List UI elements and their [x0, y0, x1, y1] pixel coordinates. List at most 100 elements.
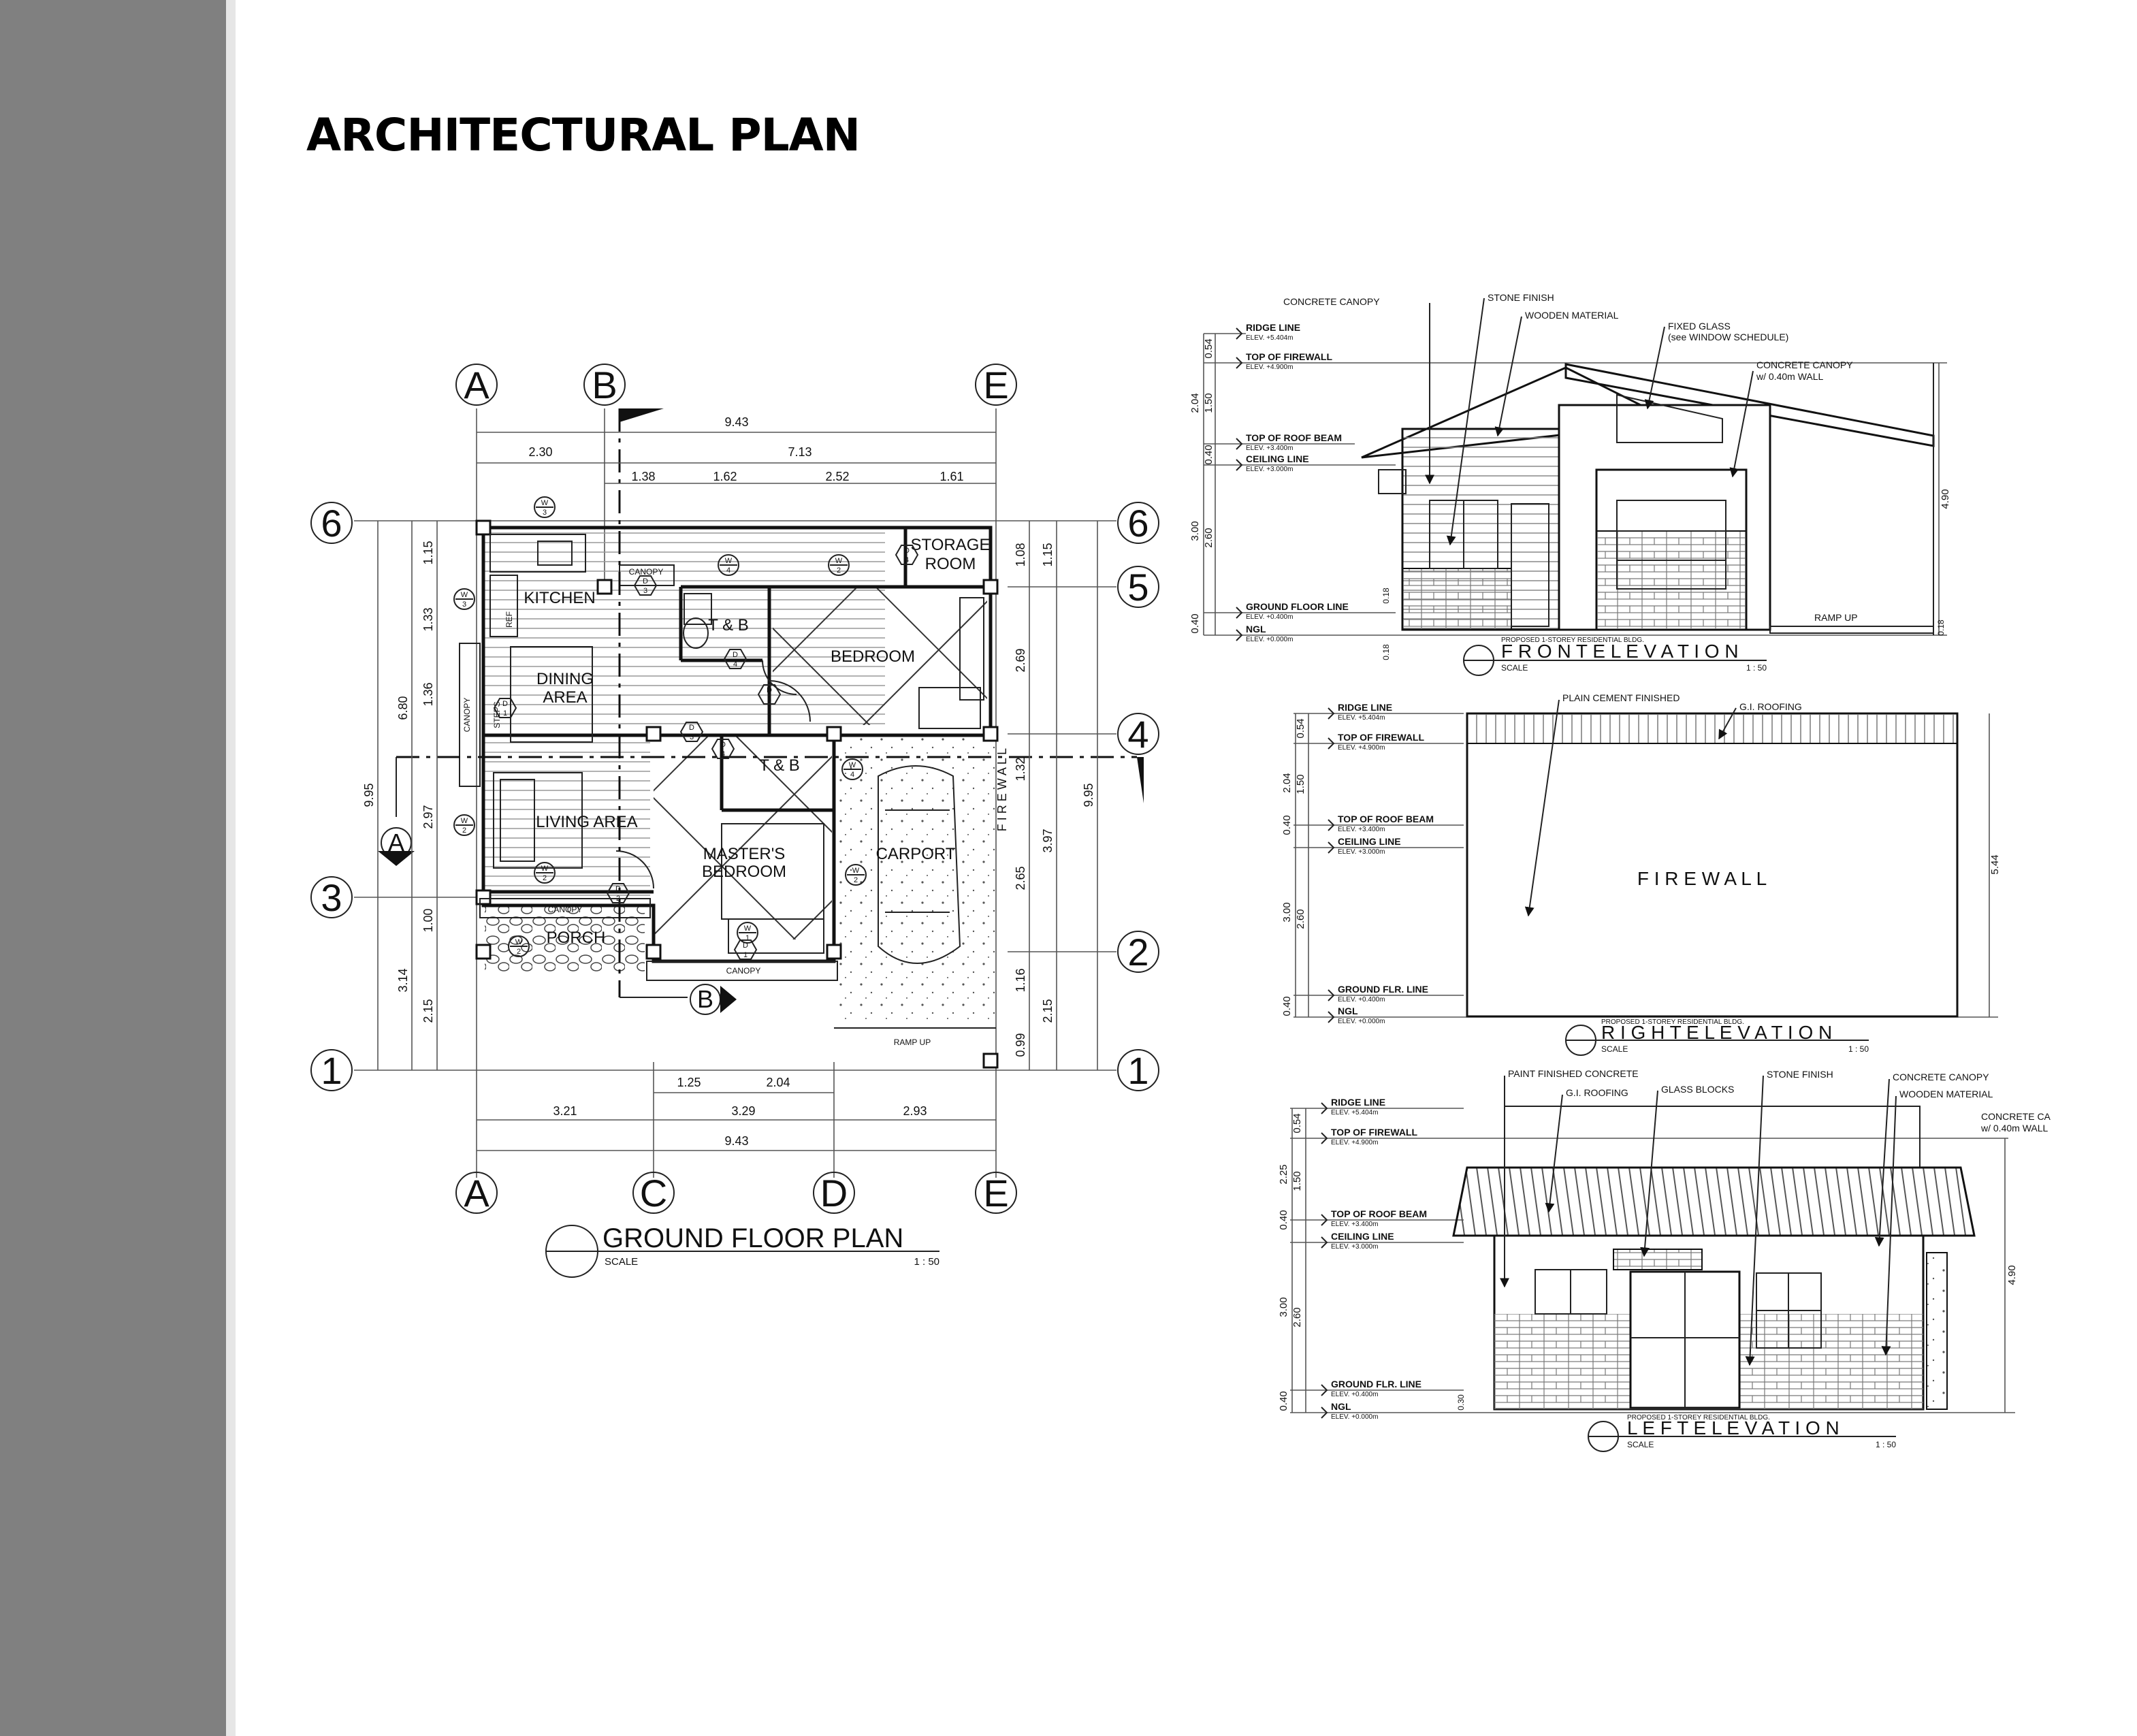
- tag-number: 4: [733, 660, 737, 669]
- room-bedroom: BEDROOM: [831, 647, 915, 666]
- front-building: [1361, 363, 1935, 635]
- canopy-left: [459, 643, 481, 787]
- dimension-texts: 9.43 2.30 7.13 1.38 1.62 2.52 1.61 1.25 …: [362, 415, 1095, 1148]
- dim-left-inner: 1.00: [421, 908, 435, 932]
- left-callout: GLASS BLOCKS: [1661, 1084, 1734, 1095]
- canopy-label: CANOPY: [726, 966, 761, 976]
- room-kitchen: KITCHEN: [524, 589, 595, 607]
- tag-number: 3: [643, 587, 647, 595]
- level-marker: [1236, 607, 1243, 619]
- door-tag: D4: [895, 545, 919, 565]
- level-elevation: ELEV. +3.400m: [1338, 826, 1385, 833]
- grid-bubble-right: 1: [1127, 1049, 1148, 1092]
- grid-bubble-right: 2: [1127, 931, 1148, 974]
- dim-left-inner: 1.15: [421, 541, 435, 564]
- door-tag: D3: [679, 722, 704, 742]
- window-tag: W2: [534, 862, 556, 884]
- grid-bubble-right: 4: [1127, 713, 1148, 756]
- tag-letter: W: [849, 761, 856, 769]
- left-dims: 0.54 2.25 1.50 0.40 3.00 2.60 0.40 4.90 …: [1278, 1113, 2018, 1411]
- level-elevation: ELEV. +0.000m: [1338, 1018, 1385, 1025]
- dim-right-inner: 1.16: [1014, 968, 1027, 992]
- ground-floor-plan: A B E A C D E 6 3 1 6 5 4 2 1: [310, 364, 1159, 1278]
- window-tag: W3: [534, 496, 556, 518]
- level-elevation: ELEV. +0.400m: [1331, 1391, 1378, 1398]
- firewall-body: [1466, 712, 1959, 1018]
- right-dim: 1.50: [1295, 774, 1306, 794]
- level-name: TOP OF FIREWALL: [1331, 1127, 1417, 1138]
- tag-letter: W: [725, 557, 733, 565]
- level-marker: [1236, 438, 1243, 450]
- left-callout: CONCRETE CANOPY: [1893, 1072, 1989, 1082]
- dim-left-mid: 6.80: [396, 696, 410, 720]
- front-project: PROPOSED 1-STOREY RESIDENTIAL BLDG.: [1501, 637, 1644, 644]
- tag-number: 3: [767, 696, 771, 704]
- grid-bubble-bottom: D: [820, 1172, 848, 1215]
- dim-top-row3: 1.61: [939, 470, 963, 483]
- level-marker: [1328, 841, 1335, 854]
- tag-number: 2: [837, 566, 841, 575]
- tag-number: 3: [462, 600, 466, 609]
- dim-top-row3: 1.62: [713, 470, 737, 483]
- left-project: PROPOSED 1-STOREY RESIDENTIAL BLDG.: [1627, 1414, 1770, 1421]
- grid-bubble-top: B: [592, 364, 617, 406]
- room-masters-bedroom: BEDROOM: [702, 863, 786, 881]
- front-dim: 4.90: [1940, 489, 1951, 509]
- front-scale-label: SCALE: [1501, 663, 1528, 673]
- level-marker: [1321, 1214, 1328, 1226]
- grid-bubble-bottom: C: [640, 1172, 667, 1215]
- level-marker: [1321, 1236, 1328, 1249]
- level-elevation: ELEV. +3.000m: [1338, 848, 1385, 856]
- level-name: GROUND FLOOR LINE: [1246, 601, 1349, 612]
- dim-right-inner: 1.32: [1014, 757, 1027, 781]
- grid-bubble-top: E: [983, 364, 1008, 406]
- dim-bottom-row2: 3.21: [553, 1104, 577, 1118]
- left-title: L E F T E L E V A T I O N: [1627, 1417, 1839, 1438]
- tag-number: 2: [462, 826, 466, 835]
- room-dining: DINING: [536, 670, 594, 688]
- level-name: CEILING LINE: [1338, 836, 1401, 847]
- left-dim: 2.25: [1278, 1164, 1289, 1184]
- front-callout: RAMP UP: [1814, 612, 1858, 623]
- front-callout: STONE FINISH: [1488, 292, 1554, 303]
- grid-bubble-bottom: A: [464, 1172, 489, 1215]
- level-marker: [1328, 1011, 1335, 1023]
- level-name: GROUND FLR. LINE: [1338, 984, 1428, 995]
- level-elevation: ELEV. +4.900m: [1338, 744, 1385, 752]
- dim-bottom-row2: 2.93: [903, 1104, 927, 1118]
- tag-letter: W: [852, 867, 860, 875]
- dimension-lines: [377, 432, 1098, 1151]
- dim-bottom-row2: 3.29: [731, 1104, 755, 1118]
- column-posts: [475, 519, 999, 1069]
- left-callout: w/ 0.40m WALL: [1980, 1123, 2048, 1134]
- firewall-label: F I R E W A L L: [995, 748, 1009, 831]
- dim-left-outer: 9.95: [362, 783, 376, 807]
- dim-right-outer: 9.95: [1082, 783, 1095, 807]
- level-elevation: ELEV. +3.000m: [1331, 1243, 1378, 1251]
- door-tag: D3: [757, 684, 782, 705]
- front-callout: FIXED GLASS: [1668, 321, 1731, 332]
- level-marker: [1321, 1132, 1328, 1144]
- right-dim: 0.40: [1281, 815, 1293, 835]
- left-dim: 0.40: [1278, 1391, 1289, 1411]
- right-title: R I G H T E L E V A T I O N: [1601, 1022, 1832, 1043]
- right-elevation: F I R E W A L L PLAIN CEMENT FINISHED G.…: [1281, 692, 2001, 1056]
- dim-top-total: 9.43: [724, 415, 748, 429]
- tag-letter: D: [502, 700, 508, 708]
- right-scale-label: SCALE: [1601, 1044, 1628, 1054]
- grid-bubble-left: 3: [321, 876, 342, 919]
- right-dims: 0.54 2.04 1.50 0.40 3.00 2.60 0.40 5.44: [1281, 718, 2001, 1016]
- level-name: NGL: [1246, 624, 1266, 634]
- tag-letter: W: [461, 591, 468, 599]
- right-dim: 2.04: [1281, 773, 1293, 792]
- right-callout: G.I. ROOFING: [1739, 701, 1802, 712]
- right-dim: 3.00: [1281, 902, 1293, 922]
- window-tag: W1: [737, 922, 758, 944]
- right-dim: 2.60: [1295, 909, 1306, 929]
- level-name: NGL: [1338, 1006, 1358, 1016]
- sidebar-divider: [226, 0, 236, 1736]
- right-callouts: PLAIN CEMENT FINISHED G.I. ROOFING: [1524, 692, 1802, 917]
- tag-number: 2: [517, 948, 521, 956]
